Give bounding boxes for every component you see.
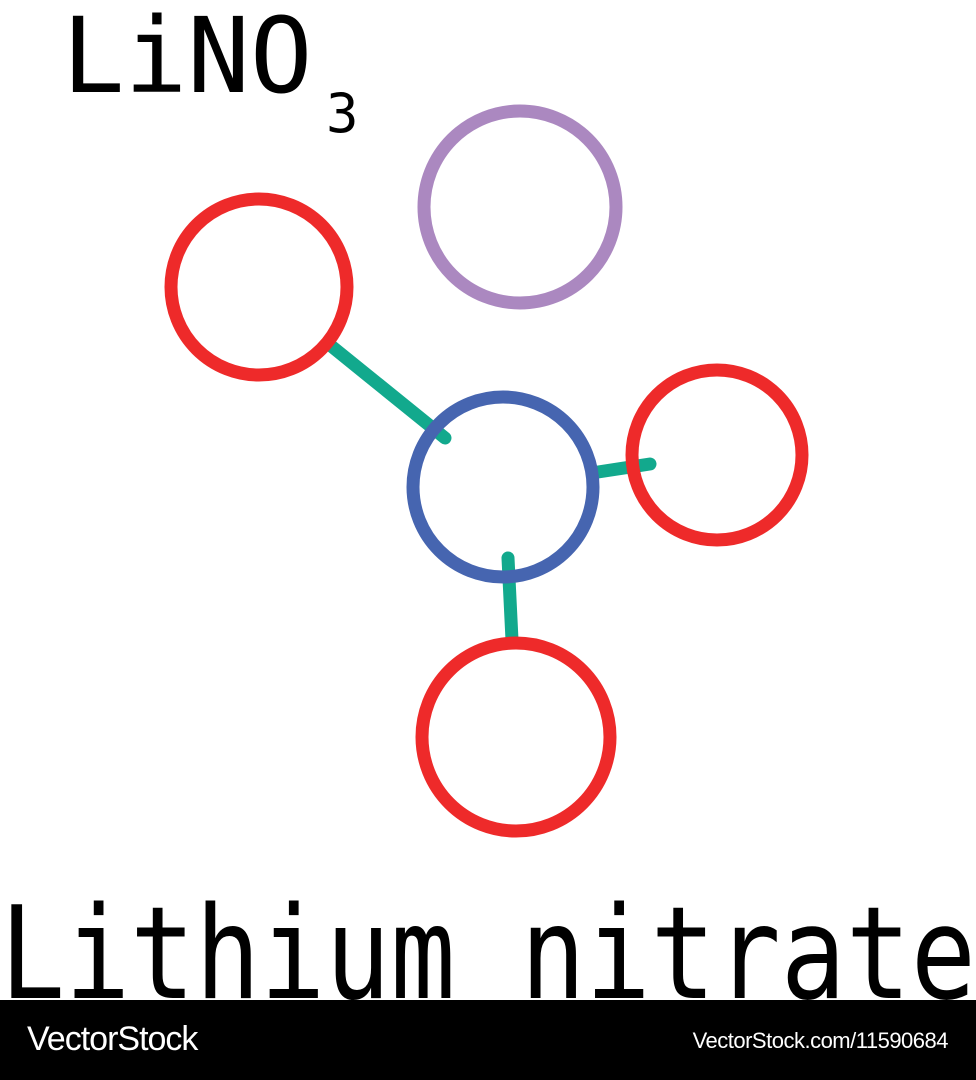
formula-base: LiNO	[62, 0, 312, 117]
atom-oxygen-right	[625, 363, 809, 547]
watermark-footer: VectorStock VectorStock.com/11590684	[0, 1000, 976, 1080]
atom-lithium	[417, 104, 623, 310]
formula-subscript: 3	[326, 82, 359, 145]
atom-nitrogen	[406, 390, 600, 584]
atom-oxygen-left	[164, 192, 354, 382]
bond-n-o-left	[323, 338, 452, 445]
atom-oxygen-bottom	[415, 636, 617, 838]
molecule-diagram: LiNO 3 Lithium nitrate	[0, 0, 976, 1000]
source-url: VectorStock.com/11590684	[692, 1028, 949, 1053]
brand-logo: VectorStock	[27, 1020, 198, 1058]
bond-n-o-right	[591, 457, 657, 479]
compound-name: Lithium nitrate	[0, 880, 976, 1000]
